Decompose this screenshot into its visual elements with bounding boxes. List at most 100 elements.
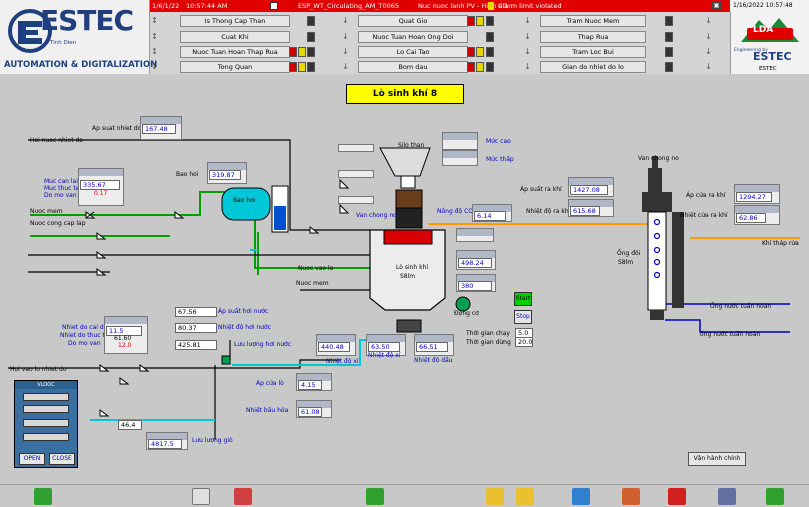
value-nhiet-hoi: 80.37 (175, 323, 217, 333)
datetime-box: ▣ 1/16/2022 10:57:48 (712, 0, 809, 12)
lbl-muc-bao-hoi: Bao hoi (176, 171, 199, 178)
nav-arrow-icon[interactable]: ↓ (342, 32, 349, 41)
start-button[interactable]: Start (514, 292, 532, 306)
alarm-r-icon (289, 62, 297, 72)
confirm-icon[interactable] (766, 488, 784, 505)
nav-arrow-icon[interactable]: ↕ (151, 16, 158, 25)
footer-toolbar (0, 484, 809, 507)
nav-button-tong-quan[interactable]: Tong Quan (180, 61, 290, 73)
nav-arrow-icon[interactable]: ↕ (151, 47, 158, 56)
tag-muc-thap[interactable] (442, 150, 478, 166)
lda-logo: LDA Engineering by ESTEC ESTEC (730, 12, 809, 74)
nav-arrow-icon[interactable]: ↓ (342, 47, 349, 56)
alarm-list-icon[interactable]: ▣ (712, 1, 721, 10)
nav-arrow-icon[interactable]: ↓ (705, 16, 712, 25)
back-icon[interactable] (34, 488, 52, 505)
lbl-do-mo-van2: Do mo van (68, 340, 101, 347)
nav-arrow-icon[interactable]: ↕ (151, 32, 158, 41)
windows-icon[interactable] (622, 488, 640, 505)
value-lo: 498.24 (458, 258, 492, 268)
status-icon (486, 16, 494, 26)
alarm-r-icon (467, 16, 475, 26)
nav-button-bom-dau[interactable]: Bom dau (358, 61, 468, 73)
sound-icon[interactable] (718, 488, 736, 505)
status-icon (307, 16, 315, 26)
lock-icon[interactable] (486, 488, 504, 505)
status-icon (486, 62, 494, 72)
nav-arrow-icon[interactable]: ↓ (524, 62, 531, 71)
status-icon (486, 32, 494, 42)
lbl-luu-gio: Lưu lượng gió (192, 437, 233, 444)
value-cuu-nhiet: 62.86 (736, 213, 766, 223)
alarm-r-icon (467, 62, 475, 72)
value-co2: 6.14 (474, 211, 506, 221)
datetime-text: 1/16/2022 10:57:48 (733, 2, 793, 9)
vlooc-row[interactable] (23, 433, 69, 441)
unlock-icon[interactable] (516, 488, 534, 505)
van-hanh-chinh-button[interactable]: Vận hành chính (688, 452, 746, 466)
close-button[interactable]: CLOSE (49, 453, 75, 465)
nav-arrow-icon[interactable]: ↓ (524, 32, 531, 41)
alarm-y-icon (476, 62, 484, 72)
alarm-y-icon (298, 62, 306, 72)
nav-button-ong-doi[interactable]: Nuoc Tuan Hoan Ong Doi (358, 31, 468, 43)
alarm-ack-icon[interactable] (270, 2, 278, 10)
vlooc-row[interactable] (23, 405, 69, 413)
alarm-y-icon (476, 16, 484, 26)
value-lo2: 380 (458, 281, 492, 291)
value-van-inlet: 46.4 (118, 420, 142, 430)
tag-valve[interactable] (338, 196, 374, 204)
lbl-lo-code: S8lm (400, 273, 416, 280)
lbl-nhiet-xi: Nhiệt độ xỉ (326, 358, 359, 365)
status-icon (665, 47, 673, 57)
nav-button-tram-nuoc-mem[interactable]: Tram Nuoc Mem (540, 15, 646, 27)
vlooc-row[interactable] (23, 419, 69, 427)
value-ra-khi-ap: 1427.08 (570, 185, 608, 195)
nav-arrow-icon[interactable]: ↓ (705, 32, 712, 41)
lbl-dong-co: Động cơ (454, 310, 479, 317)
power-icon[interactable] (668, 488, 686, 505)
tag-muc-cao[interactable] (442, 132, 478, 150)
alarm-line[interactable]: 1/6/1/22 10:57:44 AM ESP_WT_Circulating_… (150, 0, 730, 12)
network-icon[interactable] (366, 488, 384, 505)
nav-arrow-icon[interactable]: ↓ (524, 47, 531, 56)
nav-button-cuat-khi[interactable]: Cuat Khi (180, 31, 290, 43)
nav-arrow-icon[interactable]: ↓ (342, 16, 349, 25)
lbl-hoi-nuoc: Hoi nuoc nhiet do (30, 137, 83, 144)
nav-arrow-icon[interactable]: ↓ (705, 62, 712, 71)
status-icon (307, 32, 315, 42)
lbl-nhiet-dau: Nhiệt độ dầu (414, 357, 453, 364)
stop-button[interactable]: Stop (514, 310, 532, 324)
nav-arrow-icon[interactable]: ↓ (705, 47, 712, 56)
nav-button-thap-rua[interactable]: Thap Rua (540, 31, 646, 43)
lda-brand: LDA (753, 25, 774, 35)
nav-arrow-icon[interactable]: ↓ (524, 16, 531, 25)
value-thoi-dung[interactable]: 20.0 (515, 337, 533, 347)
lbl-muc-cao: Mức cao (486, 138, 511, 145)
value-cuu-ap: 1294.27 (736, 192, 772, 202)
nav-arrow-icon[interactable]: ↓ (342, 62, 349, 71)
trend-icon[interactable] (234, 488, 252, 505)
nav-button-nuoc-tuan-hoan[interactable]: Nuoc Tuan Hoan Thap Rua (180, 46, 290, 58)
process-diagram (8, 139, 800, 440)
nav-arrow-icon[interactable]: ↕ (151, 62, 158, 71)
open-button[interactable]: OPEN (19, 453, 45, 465)
report-icon[interactable] (192, 488, 210, 505)
alarm-r-icon (467, 47, 475, 57)
vlooc-row[interactable] (23, 393, 69, 401)
tag-valve[interactable] (338, 170, 374, 178)
lbl-nhiet-thuc-te: Nhiet do thuc te (60, 332, 109, 339)
nav-button-lo-cai-tao[interactable]: Lo Cai Tao (358, 46, 468, 58)
lbl-khi-thap-rua: Khí tháp rửa (762, 240, 799, 247)
nav-button-quat-gio[interactable]: Quat Gio (358, 15, 468, 27)
user-icon[interactable] (572, 488, 590, 505)
estec-logo: ESTEC Tinh Dien AUTOMATION & DIGITALIZAT… (0, 0, 157, 74)
nav-button-is-thong[interactable]: Is Thong Cap Than (180, 15, 290, 27)
lbl-ong-code: S8lm (618, 259, 634, 266)
tag-lo-1[interactable] (456, 228, 494, 242)
nav-button-tram-loc-bui[interactable]: Tram Loc Bui (540, 46, 646, 58)
status-icon (665, 62, 673, 72)
value-ap-cua: 4.15 (298, 380, 322, 390)
tag-valve[interactable] (338, 144, 374, 152)
nav-button-gian-do[interactable]: Gian do nhiet do lo (540, 61, 646, 73)
